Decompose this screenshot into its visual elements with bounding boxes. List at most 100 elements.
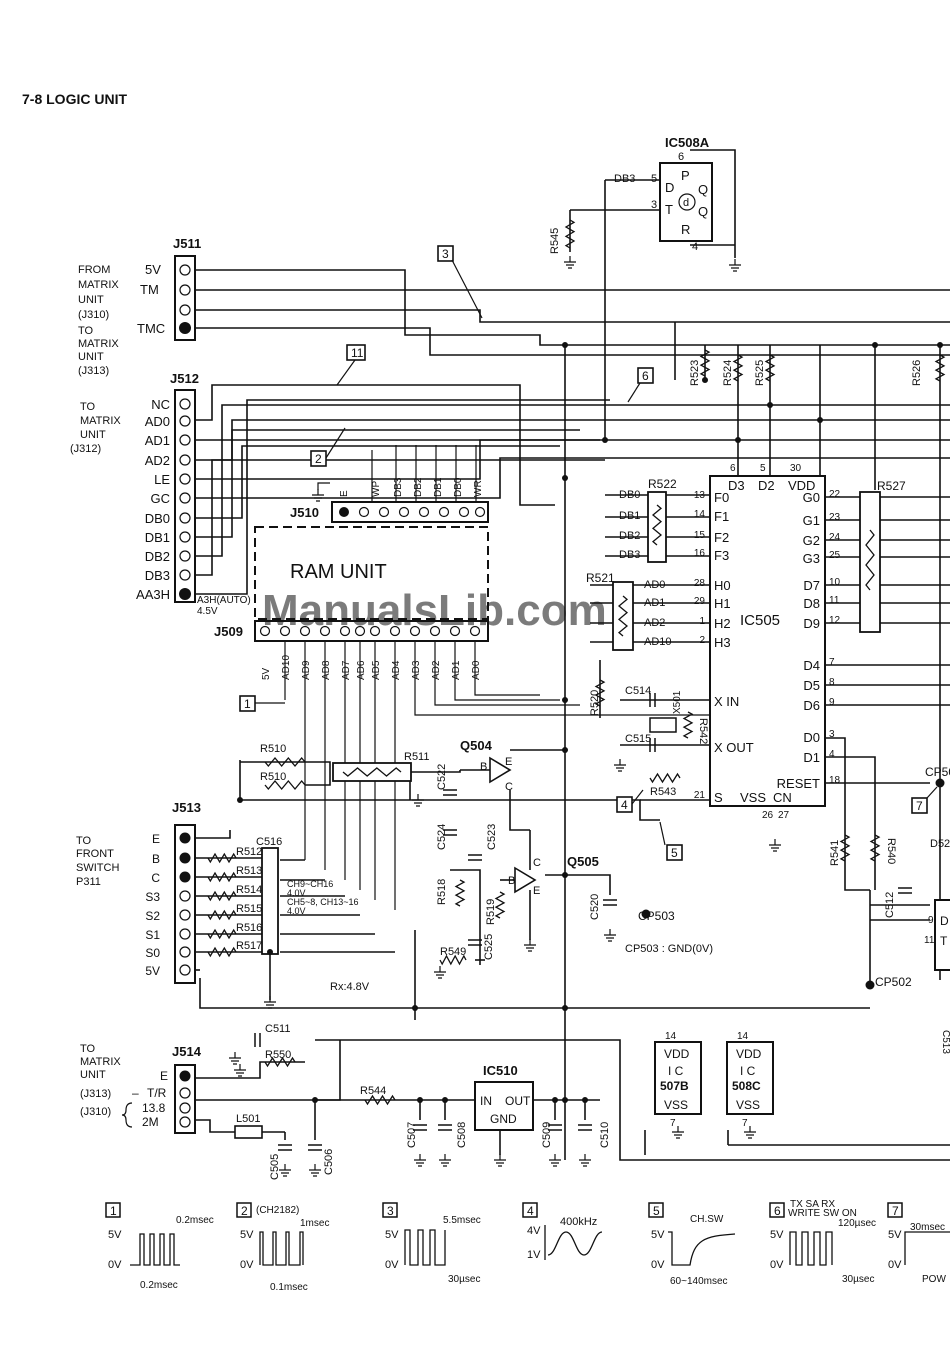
j512-pin-label: LE <box>154 472 170 487</box>
svg-text:R: R <box>681 222 690 237</box>
svg-text:(J313): (J313) <box>80 1088 111 1100</box>
ground-symbol <box>234 1064 246 1077</box>
j512-pin-label: AD1 <box>145 433 170 448</box>
junction-dot <box>412 1005 418 1011</box>
callout-number: 11 <box>351 346 364 360</box>
ic505-pin-num: 22 <box>829 489 841 500</box>
junction-dot <box>867 982 873 988</box>
resistor <box>439 954 467 966</box>
ground-symbol <box>604 929 616 942</box>
waveform-trace <box>668 1231 736 1266</box>
capacitor-label: C506 <box>323 1149 335 1175</box>
svg-text:(J312): (J312) <box>70 443 101 455</box>
svg-text:B: B <box>480 761 487 773</box>
waveform-number: 5 <box>653 1204 660 1218</box>
misc-labels: R521 R522 R527 Q504 Q505 B E C C B E CP5… <box>287 477 950 993</box>
capacitor-label: C515 <box>625 733 651 745</box>
j509-pin-label: AD1 <box>451 660 462 680</box>
j512-pin-label: AA3H <box>136 587 170 602</box>
svg-text:AD1: AD1 <box>644 597 665 609</box>
j513-pin <box>179 928 191 940</box>
ic505-pin-name: F0 <box>714 490 729 505</box>
capacitor-label: C509 <box>541 1122 553 1148</box>
resistor <box>865 529 875 591</box>
capacitor-label: C516 <box>256 836 282 848</box>
ic505-pin-num: 9 <box>829 697 835 708</box>
resistor <box>342 767 402 777</box>
ic505-pin-num: 30 <box>790 463 802 474</box>
ground-symbol <box>309 1164 321 1177</box>
j509-ref: J509 <box>214 624 243 639</box>
svg-text:(J310): (J310) <box>78 309 109 321</box>
resistor-label: R525 <box>754 360 766 386</box>
ic505-pin-num: 28 <box>694 578 706 589</box>
j513-pin <box>179 852 191 864</box>
resistor-label: R510 <box>260 771 286 783</box>
j513-pin <box>179 832 191 844</box>
resistor <box>494 891 506 919</box>
callout-number: 2 <box>315 452 322 466</box>
resistor-label: R510 <box>260 743 286 755</box>
ic505-pin-num: 15 <box>694 530 706 541</box>
transistor-q504 <box>489 756 512 784</box>
j510-ref: J510 <box>290 505 319 520</box>
capacitor <box>278 1144 292 1151</box>
svg-text:TMC: TMC <box>137 321 165 336</box>
waveform-number: 3 <box>387 1204 394 1218</box>
ic505-pin-num: 7 <box>829 657 835 668</box>
callout-number: 7 <box>916 799 923 813</box>
svg-text:4.0V: 4.0V <box>287 888 306 898</box>
svg-text:MATRIX: MATRIX <box>78 279 119 291</box>
capacitor <box>413 1124 427 1131</box>
ic505-pin-num: 25 <box>829 550 841 561</box>
svg-text:UNIT: UNIT <box>78 294 104 306</box>
ic505-pin-num: 14 <box>694 509 706 520</box>
resistor <box>649 772 681 784</box>
callout-box <box>616 796 633 813</box>
ic508a-net: DB3 <box>614 173 635 185</box>
svg-text:AD0: AD0 <box>644 579 665 591</box>
ic505-ref: IC505 <box>740 612 780 629</box>
j510-pin-label: DB1 <box>433 477 444 497</box>
svg-text:14: 14 <box>737 1031 749 1042</box>
j512-pin-label: NC <box>151 397 170 412</box>
capacitor-label: C525 <box>483 934 495 960</box>
waveform-label: 0V <box>888 1259 902 1271</box>
capacitor <box>443 789 457 796</box>
resistor <box>207 909 237 921</box>
ground-symbol <box>412 794 424 807</box>
ic505-pin-name: RESET <box>777 776 820 791</box>
ic505-pin-name: G2 <box>803 533 820 548</box>
ic505-pin-num: 12 <box>829 615 841 626</box>
waveform-label: POW <box>922 1274 946 1285</box>
svg-text:D52: D52 <box>930 838 950 850</box>
waveform-number-box <box>648 1202 664 1218</box>
j512-pin-label: DB3 <box>145 568 170 583</box>
j509-pin-label: AD10 <box>281 655 292 680</box>
ic505-pin-num: 10 <box>829 577 841 588</box>
ic505-pin-num: 5 <box>760 463 766 474</box>
j509-pin-label: AD5 <box>371 660 382 680</box>
capacitor <box>603 899 617 906</box>
svg-text:R527: R527 <box>877 479 906 493</box>
waveform-label: 30msec <box>910 1222 945 1233</box>
svg-text:IC510: IC510 <box>483 1063 518 1078</box>
callout-number: 1 <box>244 697 251 711</box>
svg-text:(J310): (J310) <box>80 1106 111 1118</box>
svg-text:UNIT: UNIT <box>78 351 104 363</box>
inductor <box>234 1125 263 1139</box>
j509-pin <box>339 625 351 637</box>
svg-text:d: d <box>683 197 689 209</box>
resistor <box>682 711 694 739</box>
capacitor-label: C523 <box>486 824 498 850</box>
ground-symbol <box>524 939 536 952</box>
waveform-number: 1 <box>110 1204 117 1218</box>
connector-j514: J514 E T/R – 13.8 2M TO MATRIX UNIT (J31… <box>80 1043 202 1134</box>
junction-dot <box>562 1097 568 1103</box>
waveform-label: 1msec <box>300 1218 329 1229</box>
j512-pin-label: AD2 <box>145 453 170 468</box>
svg-text:P: P <box>681 168 690 183</box>
junction-dot <box>562 342 568 348</box>
j510-pin-label: WP <box>371 481 382 497</box>
